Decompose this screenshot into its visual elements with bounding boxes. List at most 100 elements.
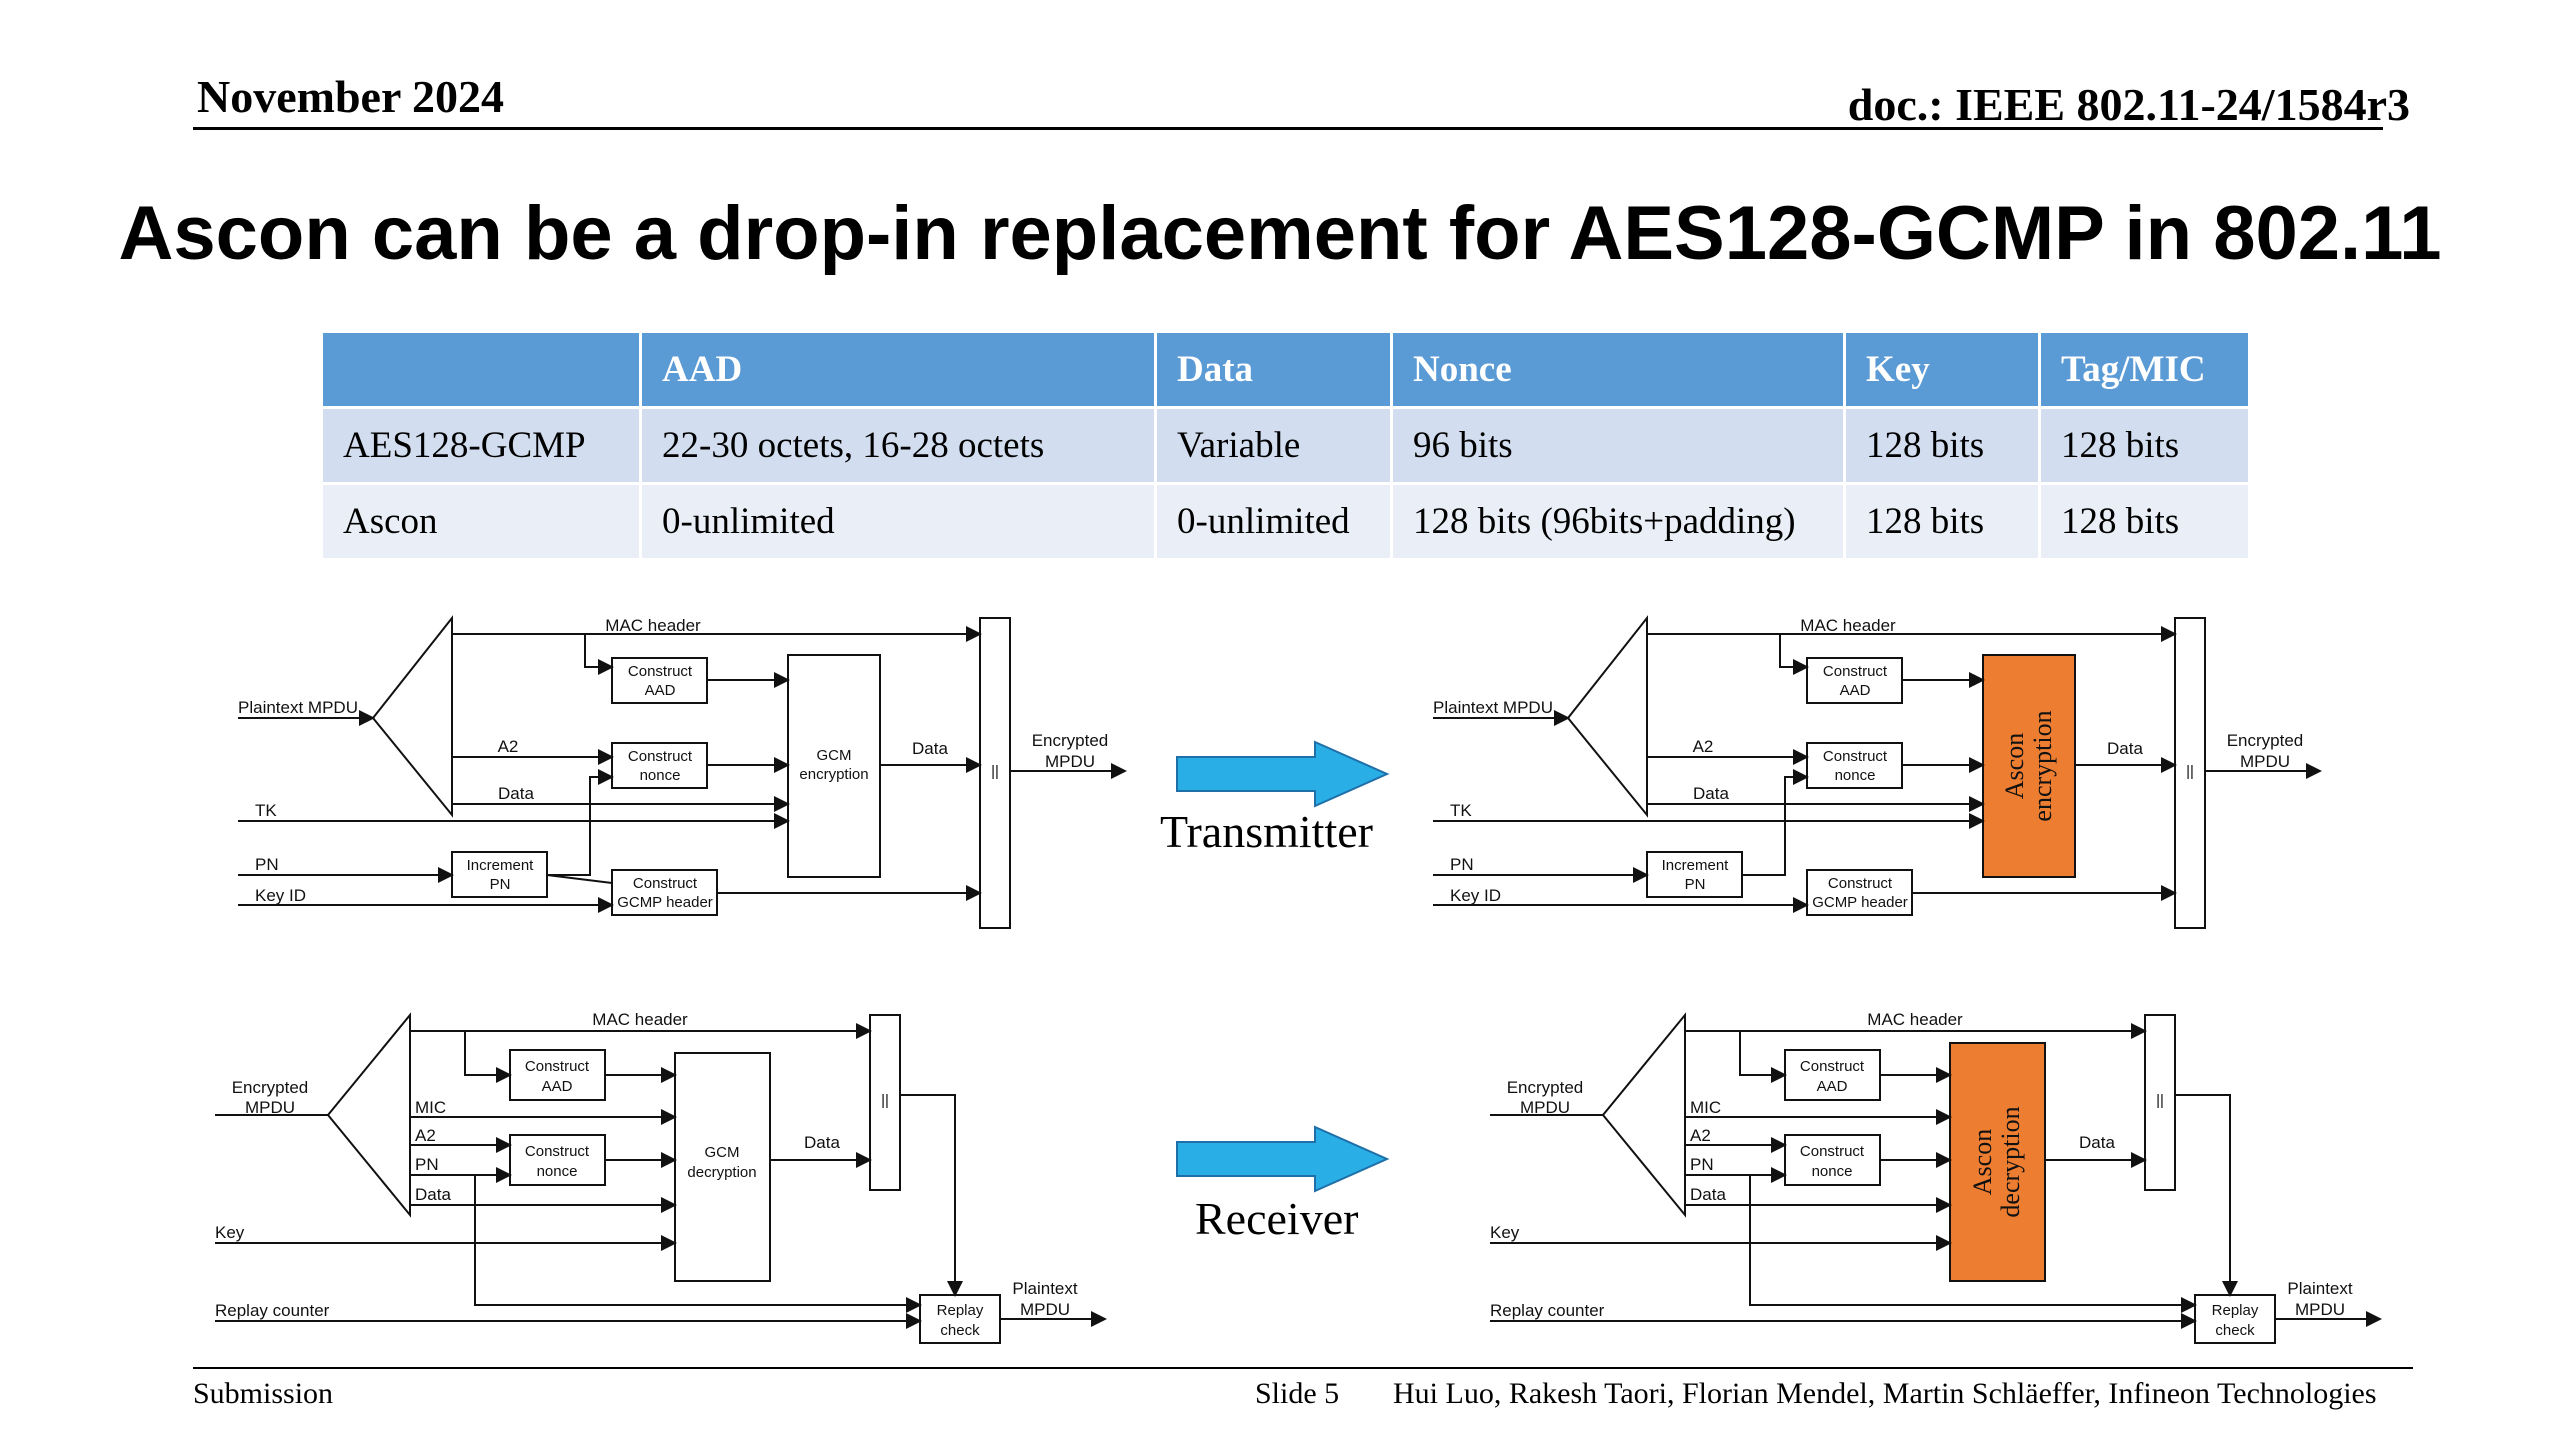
rx-ascon-diagram: MAC header Encrypted MPDU Construct AAD … [1485, 1005, 2405, 1345]
data-out-label: Data [2107, 739, 2143, 758]
tx-gcm-diagram: MAC header Plaintext MPDU Construct AAD … [230, 615, 1150, 935]
tk-label: TK [255, 801, 277, 820]
splitter-shape [326, 1012, 411, 1218]
gcm-decryption-text: GCM [705, 1144, 740, 1161]
mic-label: MIC [1690, 1098, 1721, 1117]
encrypted-mpdu-label: Encrypted [232, 1078, 309, 1097]
mic-label: MIC [415, 1098, 446, 1117]
ascon-decryption-text: decryption [1996, 1106, 2025, 1217]
concat-symbol: || [2186, 763, 2194, 780]
construct-aad-text: AAD [542, 1078, 573, 1095]
mac-header-label: MAC header [592, 1010, 688, 1029]
mac-header-label: MAC header [1800, 616, 1896, 635]
pn-label: PN [415, 1155, 439, 1174]
key-label: Key [1490, 1223, 1520, 1242]
transmitter-label: Transmitter [1160, 806, 1373, 857]
footer-rule [193, 1367, 2413, 1369]
construct-gcmp-header-text: Construct [1828, 875, 1893, 892]
encrypted-mpdu-label: MPDU [1045, 752, 1095, 771]
encrypted-mpdu-label: MPDU [1520, 1098, 1570, 1117]
construct-aad-text: Construct [1823, 663, 1888, 680]
data-out-label: Data [2079, 1133, 2115, 1152]
table-row: AES128-GCMP 22-30 octets, 16-28 octets V… [323, 409, 2248, 482]
key-label: Key [215, 1223, 245, 1242]
increment-pn-text: Increment [1662, 857, 1730, 874]
ascon-encryption-block [1982, 654, 2076, 878]
tx-ascon-diagram: MAC header Plaintext MPDU Construct AAD … [1425, 615, 2345, 935]
a2-label: A2 [498, 737, 519, 756]
construct-nonce-text: Construct [628, 748, 693, 765]
table-cell: AES128-GCMP [323, 409, 639, 482]
replay-check-text: check [940, 1322, 980, 1339]
footer-slide-number: Slide 5 [1255, 1377, 1340, 1410]
construct-gcmp-header-text: Construct [633, 875, 698, 892]
table-cell: 22-30 octets, 16-28 octets [642, 409, 1154, 482]
table-header-row: AAD Data Nonce Key Tag/MIC [323, 333, 2248, 406]
plaintext-mpdu-label: Plaintext MPDU [1433, 698, 1553, 717]
construct-nonce-text: nonce [640, 767, 681, 784]
construct-gcmp-header-text: GCMP header [1812, 894, 1908, 911]
encrypted-mpdu-label: MPDU [245, 1098, 295, 1117]
plaintext-mpdu-label: Plaintext [2287, 1279, 2352, 1298]
splitter-shape [1566, 615, 1648, 818]
encrypted-mpdu-label: Encrypted [1507, 1078, 1584, 1097]
plaintext-mpdu-label: MPDU [1020, 1300, 1070, 1319]
data-in-label: Data [498, 784, 534, 803]
header-rule [193, 127, 2383, 130]
construct-nonce-text: nonce [537, 1163, 578, 1180]
construct-nonce-text: Construct [1800, 1143, 1865, 1160]
table-header-cell: Key [1846, 333, 2038, 406]
replay-check-text: Replay [2212, 1302, 2259, 1319]
transmitter-arrow-icon [1175, 740, 1390, 808]
rx-gcm-diagram: MAC header Encrypted MPDU Construct AAD … [210, 1005, 1130, 1345]
increment-pn-text: Increment [467, 857, 535, 874]
data-in-label: Data [1693, 784, 1729, 803]
table-header-cell: AAD [642, 333, 1154, 406]
key-id-label: Key ID [255, 886, 306, 905]
increment-pn-text: PN [490, 876, 511, 893]
table-cell: 0-unlimited [642, 485, 1154, 558]
construct-aad-text: Construct [628, 663, 693, 680]
splitter-shape [1601, 1012, 1686, 1218]
encrypted-mpdu-label: Encrypted [2227, 731, 2304, 750]
table-header-cell [323, 333, 639, 406]
gcm-decryption-text: decryption [687, 1164, 756, 1181]
table-header-cell: Nonce [1393, 333, 1843, 406]
footer-authors: Hui Luo, Rakesh Taori, Florian Mendel, M… [1393, 1377, 2377, 1410]
table-cell: 96 bits [1393, 409, 1843, 482]
pn-label: PN [1450, 855, 1474, 874]
header-date: November 2024 [197, 71, 505, 122]
encrypted-mpdu-label: Encrypted [1032, 731, 1109, 750]
gcm-encryption-text: encryption [799, 766, 868, 783]
splitter-shape [371, 615, 453, 818]
plaintext-mpdu-label: Plaintext MPDU [238, 698, 358, 717]
concat-symbol: || [991, 763, 999, 780]
table-row: Ascon 0-unlimited 0-unlimited 128 bits (… [323, 485, 2248, 558]
tk-label: TK [1450, 801, 1472, 820]
pn-label: PN [255, 855, 279, 874]
mac-header-label: MAC header [1867, 1010, 1963, 1029]
data-in-label: Data [1690, 1185, 1726, 1204]
replay-counter-label: Replay counter [1490, 1301, 1605, 1320]
construct-nonce-text: nonce [1835, 767, 1876, 784]
table-header-cell: Tag/MIC [2041, 333, 2248, 406]
table-cell: Variable [1157, 409, 1390, 482]
construct-aad-text: AAD [1817, 1078, 1848, 1095]
key-id-label: Key ID [1450, 886, 1501, 905]
a2-label: A2 [1693, 737, 1714, 756]
receiver-arrow-icon [1175, 1125, 1390, 1193]
construct-aad-text: AAD [645, 682, 676, 699]
mac-header-label: MAC header [605, 616, 701, 635]
plaintext-mpdu-label: MPDU [2295, 1300, 2345, 1319]
data-out-label: Data [804, 1133, 840, 1152]
concat-block [2144, 1014, 2176, 1191]
plaintext-mpdu-label: Plaintext [1012, 1279, 1077, 1298]
replay-counter-label: Replay counter [215, 1301, 330, 1320]
comparison-table: AAD Data Nonce Key Tag/MIC AES128-GCMP 2… [320, 330, 2251, 561]
table-cell: 128 bits (96bits+padding) [1393, 485, 1843, 558]
concat-block [869, 1014, 901, 1191]
encrypted-mpdu-label: MPDU [2240, 752, 2290, 771]
ascon-decryption-text: Ascon [1968, 1129, 1997, 1195]
construct-aad-text: Construct [1800, 1058, 1865, 1075]
table-header-cell: Data [1157, 333, 1390, 406]
